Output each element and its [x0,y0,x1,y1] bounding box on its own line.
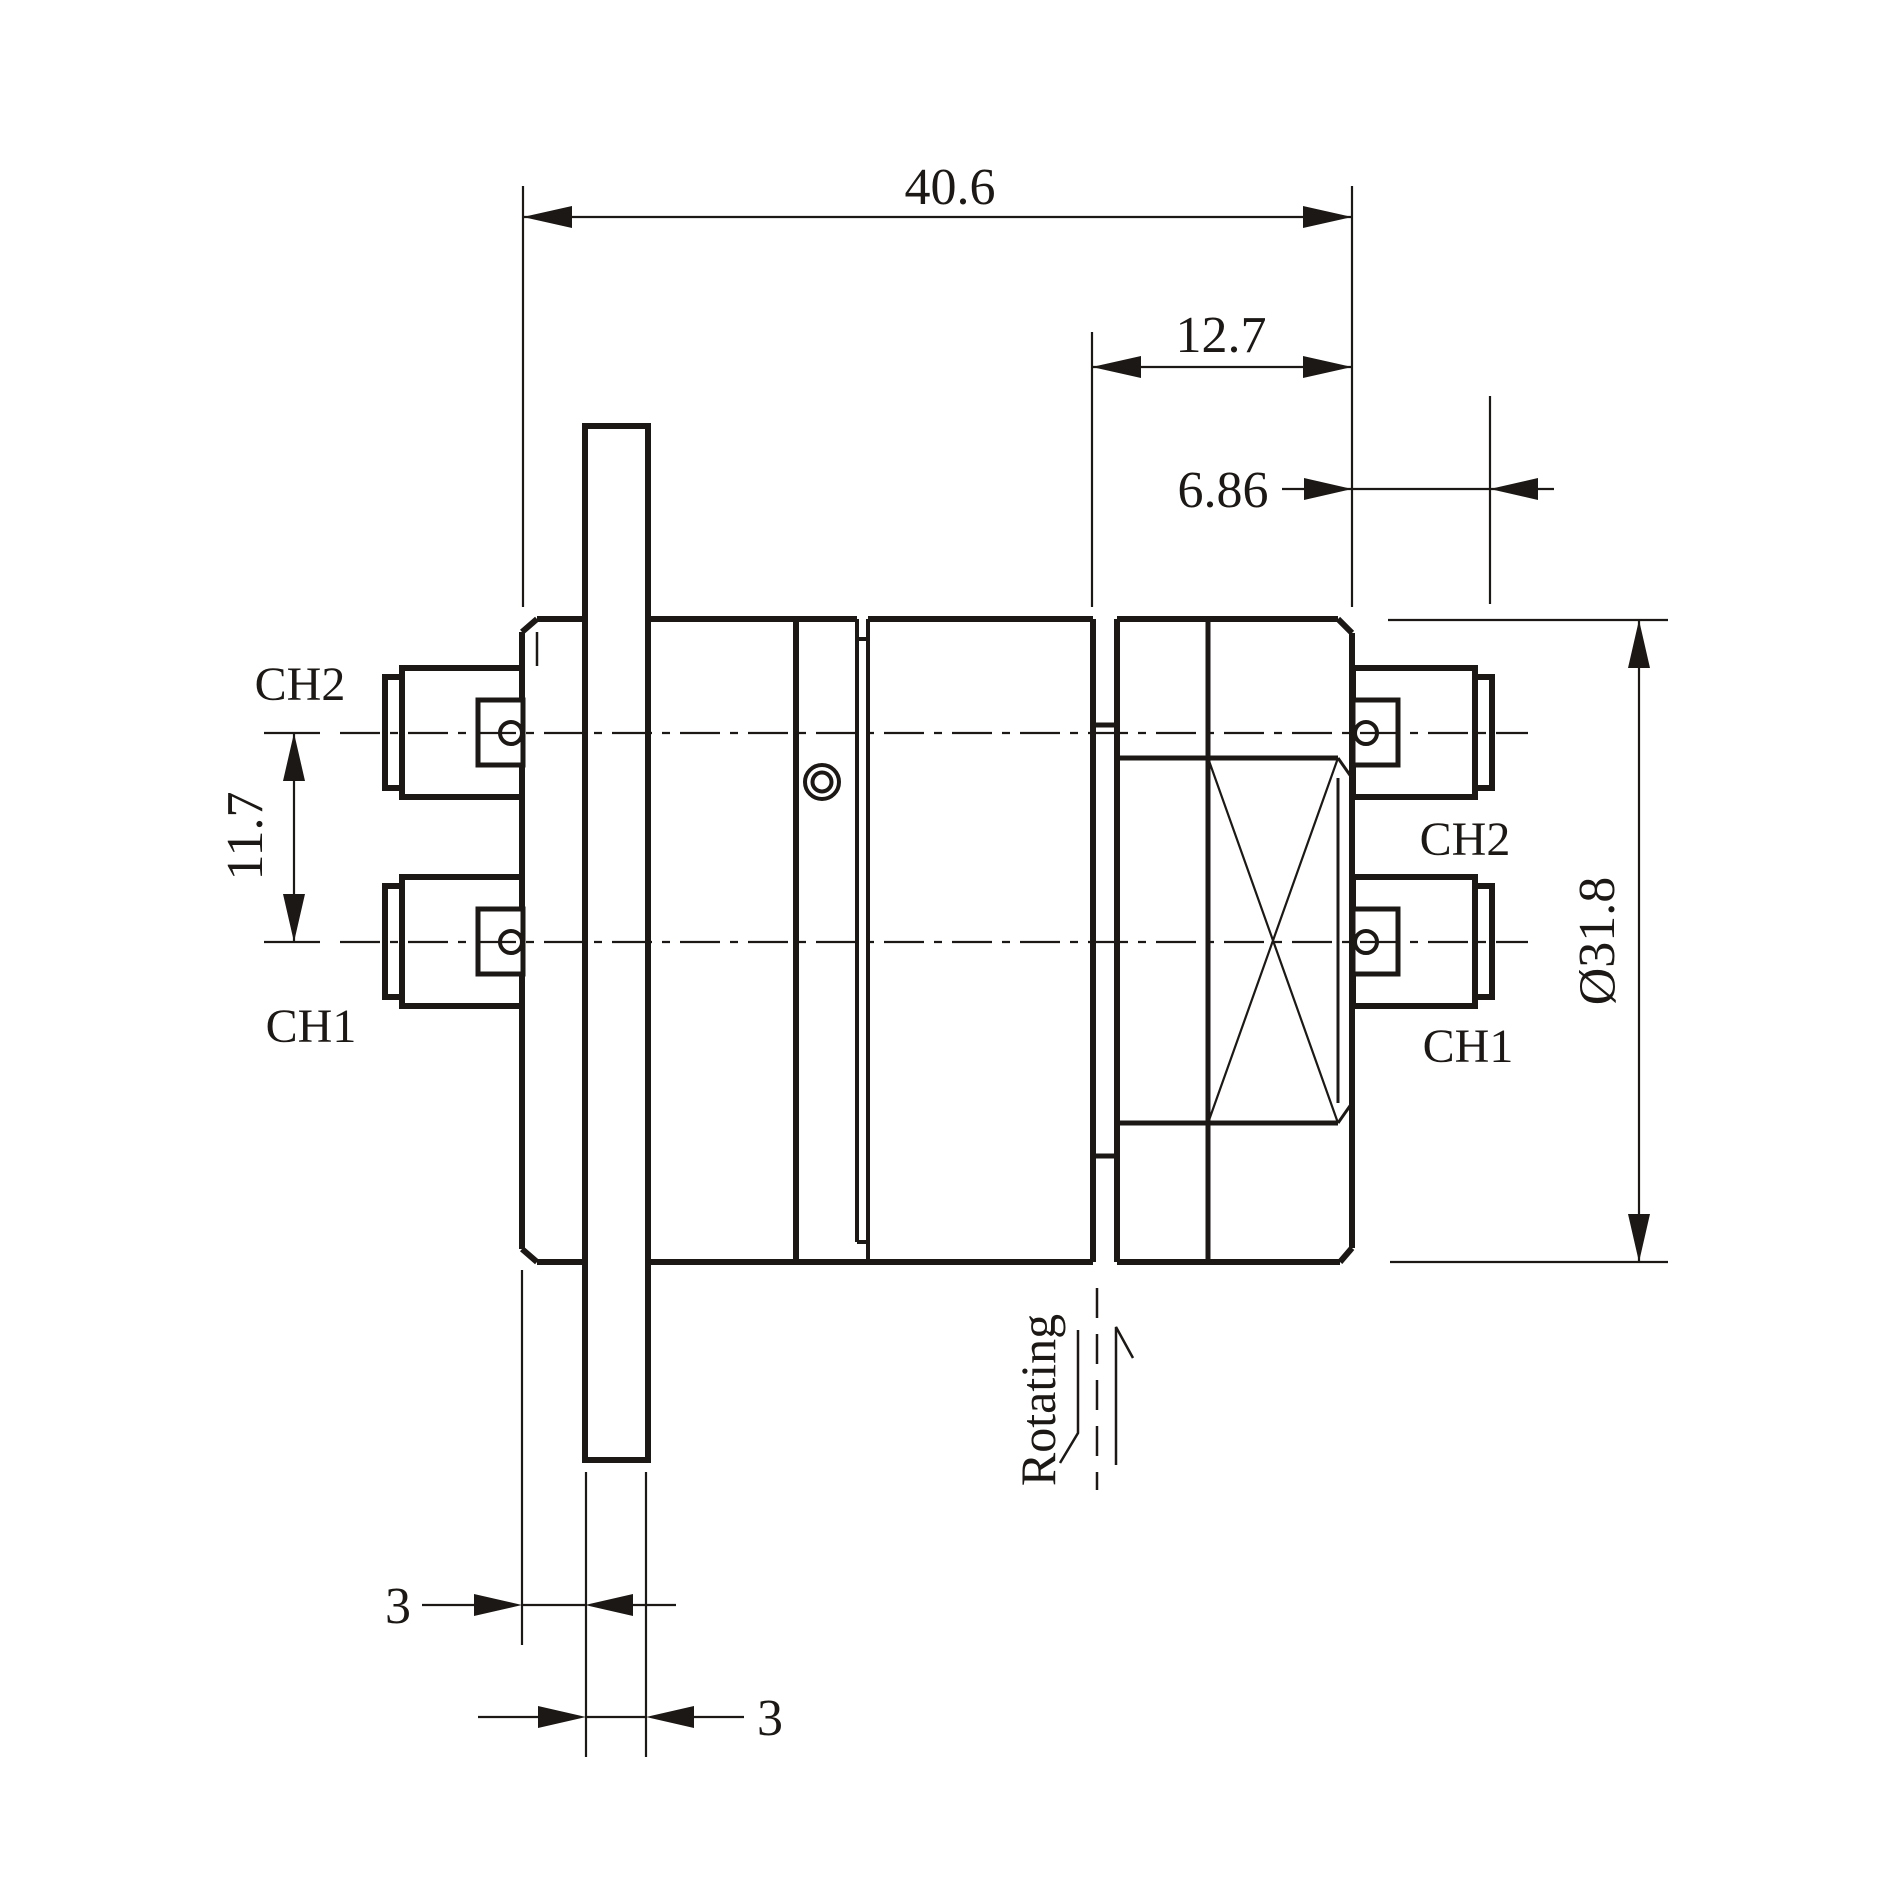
dim-flange-gap: 3 [385,1270,676,1645]
body-rotor-outline [868,616,1355,1265]
arrowhead-bottom [1628,1214,1650,1262]
channel-labels: CH2 CH1 CH2 CH1 [255,658,1514,1073]
dim-connector-protrusion: 6.86 [1178,396,1554,604]
label-ch1-left: CH1 [266,1000,357,1053]
dim-text-right-section: 12.7 [1176,307,1267,364]
arrowhead-left [474,1594,522,1616]
rotation-mark-left [1058,1330,1080,1464]
arrowhead-right [646,1706,694,1728]
endcap-top-edge [1117,616,1355,636]
dim-flange-thickness: 3 [478,1472,783,1757]
bearing-cross-diagonals [1206,757,1340,1124]
dim-text-connector-protrusion: 6.86 [1178,462,1269,519]
centerlines [340,731,1528,944]
arrowhead-right [1303,356,1352,378]
arrowhead-right [585,1594,633,1616]
dim-right-section: 12.7 [1090,307,1352,607]
screw-head-outer [803,763,841,801]
neck-steps [1093,722,1117,1159]
arrowhead-top [283,733,305,781]
arrowhead-left [538,1706,586,1728]
rotating-annotation: Rotating [1010,1288,1135,1490]
dim-text-channel-spacing: 11.7 [217,791,274,880]
bearing-box-horizontals [1117,755,1338,1126]
label-ch2-right: CH2 [1420,813,1511,866]
dim-text-body-diameter: Ø31.8 [1569,877,1626,1006]
dim-overall-length: 40.6 [521,159,1354,607]
groove-walls [855,619,870,1262]
rotating-label: Rotating [1010,1314,1066,1486]
rotation-mark-right [1114,1326,1135,1465]
arrowhead-right [1490,478,1538,500]
dim-body-diameter: Ø31.8 [1388,618,1668,1264]
dim-text-overall-length: 40.6 [905,159,996,216]
dim-channel-spacing: 11.7 [217,731,320,944]
label-ch1-right: CH1 [1423,1020,1514,1073]
dim-text-flange-thickness: 3 [757,1690,783,1747]
endcap-bottom-edge [1117,1246,1355,1265]
arrowhead-left [1304,478,1352,500]
label-ch2-left: CH2 [255,658,346,711]
arrowhead-right [1303,206,1352,228]
bearing-box-right-edge [1336,757,1354,1124]
dim-text-flange-gap: 3 [385,1578,411,1635]
arrowhead-left [523,206,572,228]
arrowhead-top [1628,620,1650,668]
screw-head-inner [810,770,834,794]
arrowhead-bottom [283,894,305,942]
body-stator-outline [519,616,1093,1265]
arrowhead-left [1092,356,1141,378]
